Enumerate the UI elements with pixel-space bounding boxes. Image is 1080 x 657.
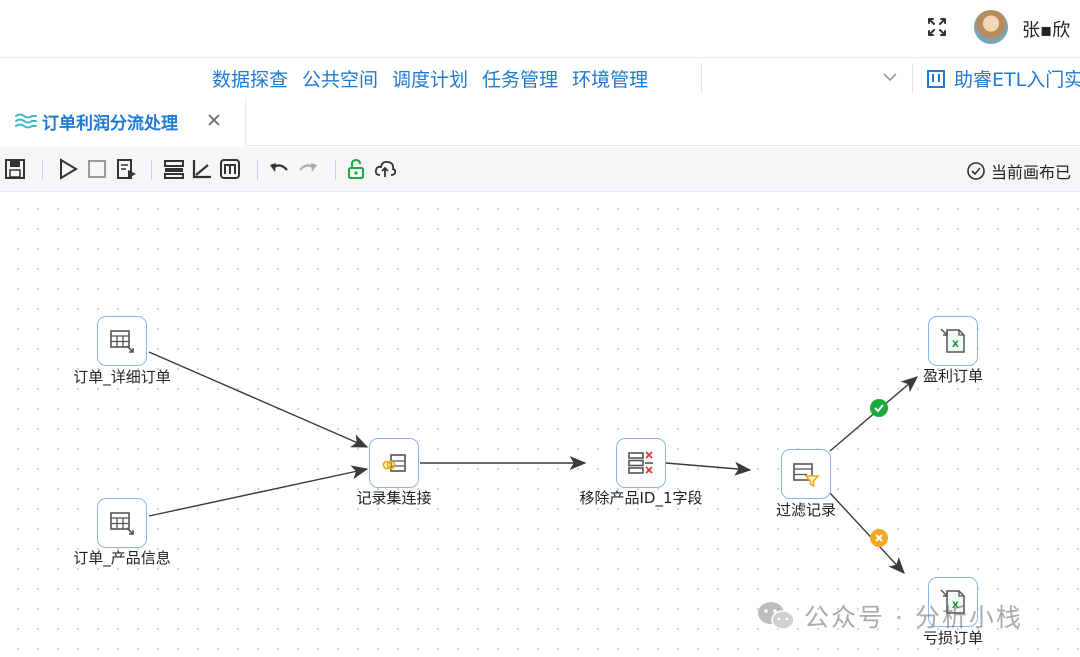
watermark: 公众号 · 分析小栈 xyxy=(756,598,1023,634)
table-input-icon xyxy=(110,330,134,353)
nav-divider xyxy=(701,63,702,93)
failure-status-icon[interactable] xyxy=(870,529,888,547)
toolbar: 当前画布已 xyxy=(0,147,1080,192)
edge-n1-n3[interactable] xyxy=(148,351,369,448)
flow-canvas[interactable]: 订单_详细订单 订单_产品信息 记录集连接 移除产品ID_1字段 xyxy=(0,193,1080,657)
toolbar-separator xyxy=(42,160,43,180)
avatar[interactable] xyxy=(974,10,1008,44)
username[interactable]: 张▪欣 xyxy=(1022,20,1071,41)
remove-field-icon xyxy=(628,451,653,474)
redo-icon[interactable] xyxy=(297,158,319,180)
help-guide-label: 助睿ETL入门实 xyxy=(954,69,1080,91)
toolbar-separator xyxy=(151,160,152,180)
success-status-icon[interactable] xyxy=(870,399,888,417)
node-product-info[interactable] xyxy=(97,498,147,548)
unlock-icon[interactable] xyxy=(345,158,367,180)
close-icon[interactable] xyxy=(204,110,224,130)
edge-n5-n7[interactable] xyxy=(829,492,905,575)
nav-bar: 数据探查 公共空间 调度计划 任务管理 环境管理 助睿ETL入门实 xyxy=(0,59,1080,97)
nav-divider xyxy=(912,63,913,93)
node-label: 订单_产品信息 xyxy=(73,549,171,567)
canvas-save-status: 当前画布已 xyxy=(966,159,1071,183)
help-guide-link[interactable]: 助睿ETL入门实 xyxy=(926,65,1080,92)
top-bar: 张▪欣 xyxy=(0,0,1080,58)
edge-n2-n3[interactable] xyxy=(148,465,369,517)
node-remove-field[interactable] xyxy=(616,438,666,488)
undo-icon[interactable] xyxy=(268,158,290,180)
node-loss-orders[interactable]: X xyxy=(928,577,978,627)
nav-item-data-explore[interactable]: 数据探查 xyxy=(212,69,289,91)
chevron-down-icon[interactable] xyxy=(880,67,900,87)
flow-waves-icon xyxy=(15,113,37,129)
fullscreen-icon[interactable] xyxy=(926,16,948,38)
record-join-icon xyxy=(382,454,406,472)
node-filter-records[interactable] xyxy=(781,449,831,499)
book-icon xyxy=(927,69,945,88)
node-order-detail[interactable] xyxy=(97,316,147,366)
tab-label: 订单利润分流处理 xyxy=(42,113,178,134)
filter-icon xyxy=(793,463,820,488)
nav-item-public-space[interactable]: 公共空间 xyxy=(302,69,379,91)
node-profit-orders[interactable]: X xyxy=(928,316,978,366)
angle-link-icon[interactable] xyxy=(191,158,213,180)
wechat-icon xyxy=(758,602,795,630)
node-label: 记录集连接 xyxy=(356,489,432,507)
nav-menu: 数据探查 公共空间 调度计划 任务管理 环境管理 xyxy=(212,65,648,92)
grid-snap-icon[interactable] xyxy=(219,158,241,180)
save-icon[interactable] xyxy=(4,158,26,180)
tab-bar: 订单利润分流处理 xyxy=(0,98,1080,146)
table-input-icon xyxy=(110,512,134,535)
node-record-join[interactable] xyxy=(369,438,419,488)
node-label: 移除产品ID_1字段 xyxy=(579,489,703,507)
nav-item-task-manage[interactable]: 任务管理 xyxy=(482,69,559,91)
svg-text:X: X xyxy=(952,601,959,611)
svg-text:X: X xyxy=(952,340,959,350)
cloud-upload-icon[interactable] xyxy=(374,158,396,180)
node-label: 订单_详细订单 xyxy=(73,368,171,386)
node-label: 过滤记录 xyxy=(775,501,837,519)
toolbar-separator xyxy=(335,160,336,180)
nav-item-env-manage[interactable]: 环境管理 xyxy=(572,69,649,91)
edge-n4-n5[interactable] xyxy=(665,461,752,476)
canvas-status-label: 当前画布已 xyxy=(991,163,1072,182)
run-icon[interactable] xyxy=(57,158,79,180)
nav-item-schedule-plan[interactable]: 调度计划 xyxy=(392,69,469,91)
watermark-text: 公众号 · 分析小栈 xyxy=(804,603,1023,632)
node-label: 亏损订单 xyxy=(922,629,984,647)
node-label: 盈利订单 xyxy=(922,367,984,385)
stop-icon[interactable] xyxy=(86,158,108,180)
excel-output-icon: X xyxy=(940,589,965,614)
toolbar-separator xyxy=(257,160,258,180)
tab-order-profit-flow[interactable]: 订单利润分流处理 xyxy=(0,98,246,146)
step-debug-icon[interactable] xyxy=(115,158,137,180)
align-layout-icon[interactable] xyxy=(163,158,185,180)
check-circle-icon xyxy=(967,162,985,180)
excel-output-icon: X xyxy=(940,328,965,353)
flow-edges xyxy=(148,351,919,575)
